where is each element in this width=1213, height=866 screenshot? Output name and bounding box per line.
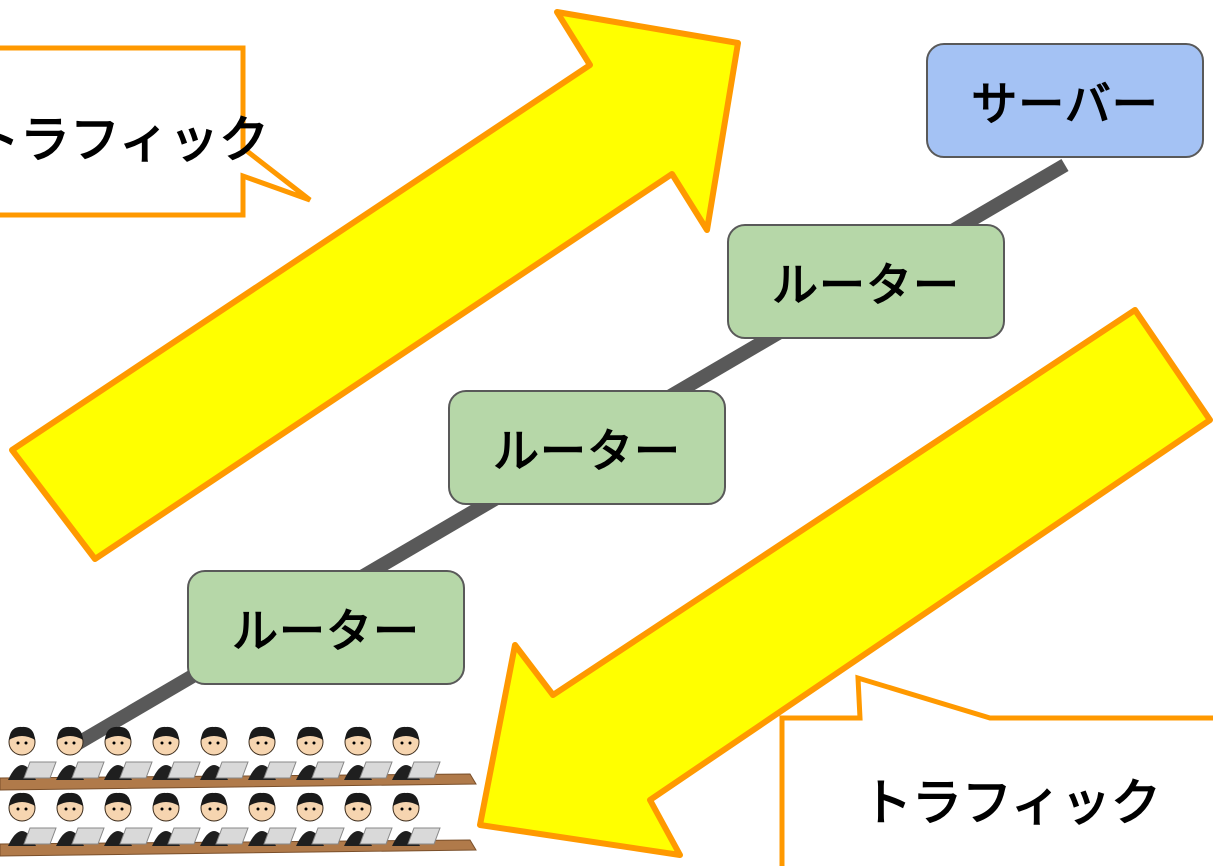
router-node-top: ルーター	[727, 224, 1005, 339]
router-node-middle: ルーター	[448, 390, 726, 505]
person-with-laptop-icon	[56, 792, 105, 846]
router-label: ルーター	[232, 603, 420, 658]
person-with-laptop-icon	[296, 792, 345, 846]
person-with-laptop-icon	[248, 792, 297, 846]
router-label: ルーター	[772, 257, 960, 312]
router-label: ルーター	[493, 423, 681, 478]
person-with-laptop-icon	[8, 792, 57, 846]
server-label: サーバー	[971, 76, 1159, 131]
person-with-laptop-icon	[296, 726, 345, 780]
person-with-laptop-icon	[152, 726, 201, 780]
person-with-laptop-icon	[344, 792, 393, 846]
user-crowd	[0, 726, 477, 857]
person-with-laptop-icon	[152, 792, 201, 846]
person-with-laptop-icon	[56, 726, 105, 780]
person-with-laptop-icon	[248, 726, 297, 780]
callout-top-bubble	[0, 45, 312, 218]
server-node: サーバー	[926, 43, 1204, 158]
person-with-laptop-icon	[392, 792, 441, 846]
callout-bottom-bubble	[779, 674, 1213, 866]
downward-traffic-arrow	[477, 307, 1213, 858]
person-with-laptop-icon	[200, 792, 249, 846]
person-with-laptop-icon	[104, 726, 153, 780]
person-with-laptop-icon	[392, 726, 441, 780]
router-node-bottom: ルーター	[187, 570, 465, 685]
person-with-laptop-icon	[104, 792, 153, 846]
person-with-laptop-icon	[8, 726, 57, 780]
upward-traffic-arrow	[9, 9, 741, 562]
callout-top-label: トラフィック	[0, 111, 269, 169]
person-with-laptop-icon	[200, 726, 249, 780]
callout-bottom-label: トラフィック	[862, 774, 1161, 832]
person-with-laptop-icon	[344, 726, 393, 780]
